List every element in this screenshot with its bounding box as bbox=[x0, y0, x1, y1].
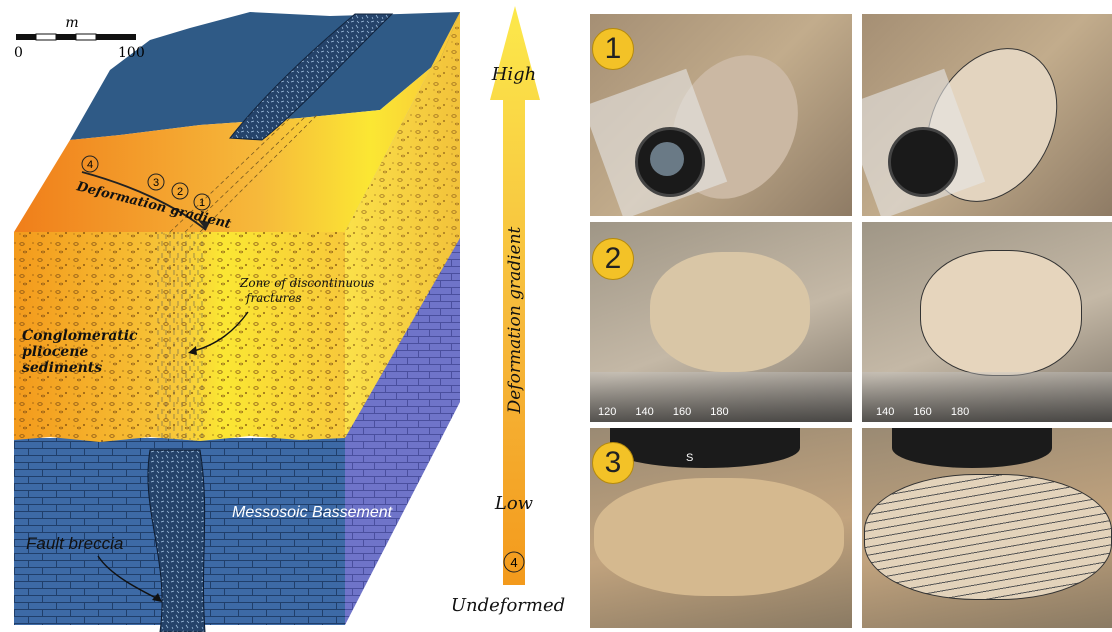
sketch-ruler-mark-160: 160 bbox=[913, 406, 931, 418]
photo-3-sketch bbox=[862, 428, 1112, 628]
sketch-ruler-mark-180: 180 bbox=[951, 406, 969, 418]
ruler-mark-180: 180 bbox=[710, 406, 728, 418]
scale-start: 0 bbox=[14, 45, 23, 61]
sediments-label-line3: sediments bbox=[22, 360, 102, 376]
scale-bar: m 0 100 bbox=[14, 15, 145, 61]
gradient-marker-label-1: 1 bbox=[199, 197, 205, 209]
gradient-marker-label-2: 2 bbox=[177, 186, 183, 198]
scale-unit: m bbox=[65, 15, 78, 31]
axis-label: Deformation gradient bbox=[505, 226, 525, 414]
sediments-label-line2: pliocene bbox=[22, 344, 88, 360]
photo-2-sketch: 140 160 180 bbox=[862, 222, 1112, 422]
low-label: Low bbox=[494, 493, 534, 514]
undeformed-label: Undeformed bbox=[451, 595, 565, 616]
gradient-marker-label-4: 4 bbox=[87, 159, 93, 171]
sketch-ruler-mark-140: 140 bbox=[876, 406, 894, 418]
zone-label-line1: Zone of discontinuous bbox=[239, 276, 374, 290]
gradient-marker-label-3: 3 bbox=[153, 177, 159, 189]
photo-row-3-badge: 3 bbox=[592, 442, 634, 484]
basement-label: Messosoic Bassement bbox=[232, 504, 393, 521]
scale-end: 100 bbox=[118, 45, 145, 61]
photo-row-2-badge: 2 bbox=[592, 238, 634, 280]
photo-row-1-badge: 1 bbox=[592, 28, 634, 70]
sediments-label-line1: Conglomeratic bbox=[22, 328, 138, 344]
high-label: High bbox=[491, 64, 537, 85]
zone-label-line2: fractures bbox=[245, 291, 302, 305]
ruler-mark-160: 160 bbox=[673, 406, 691, 418]
ruler-mark-140: 140 bbox=[635, 406, 653, 418]
block-diagram: 4 3 2 1 Deformation gradient Zone of dis… bbox=[14, 12, 460, 632]
compass-mark-s: S bbox=[686, 452, 693, 464]
ruler-mark-120: 120 bbox=[598, 406, 616, 418]
deformation-arrow-panel: High Low 4 Undeformed Deformation gradie… bbox=[451, 6, 565, 616]
undeformed-marker-label: 4 bbox=[510, 555, 517, 570]
fault-breccia-label: Fault breccia bbox=[26, 534, 123, 553]
fracture-zone bbox=[156, 232, 204, 440]
photo-1-sketch bbox=[862, 14, 1112, 216]
